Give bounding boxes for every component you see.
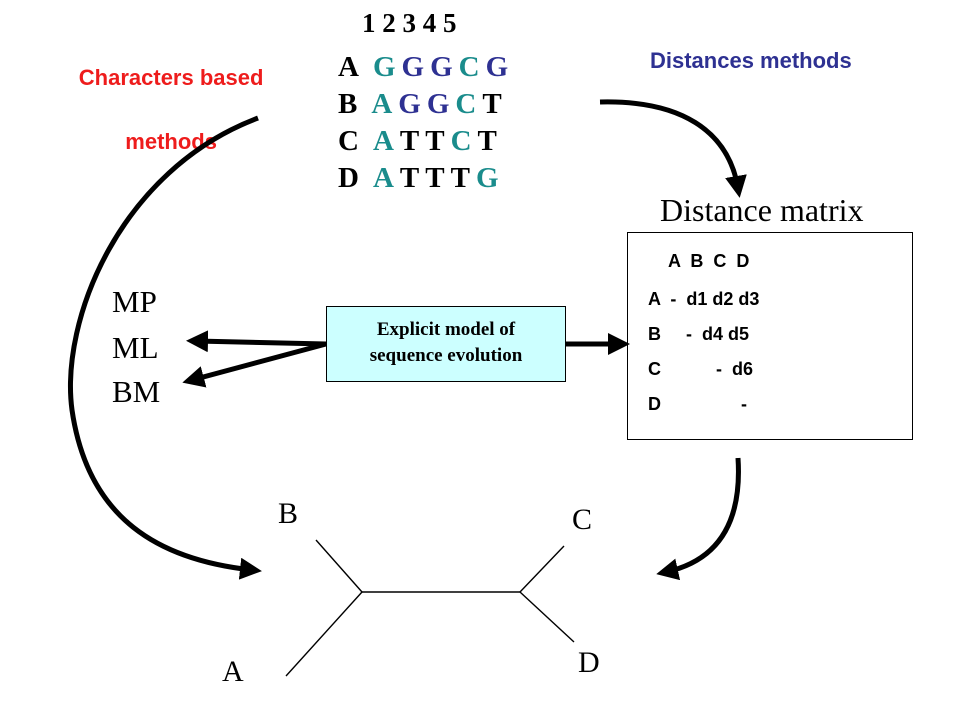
alignment-base: G bbox=[426, 88, 450, 120]
alignment-base: G bbox=[398, 88, 421, 120]
tree-leaf-a: A bbox=[222, 655, 244, 688]
tree-leaf-b: B bbox=[278, 497, 299, 530]
method-bm: BM bbox=[112, 374, 161, 409]
alignment-base: T bbox=[399, 162, 420, 194]
characters-curve-arrow bbox=[68, 115, 262, 580]
explicit-model-box: Explicit model of sequence evolution bbox=[326, 306, 566, 382]
alignment-base: G bbox=[401, 51, 425, 83]
distance-curve-arrow bbox=[599, 99, 747, 198]
tree-leaf-d: D bbox=[578, 646, 600, 679]
alignment-row-name: A bbox=[338, 51, 359, 83]
alignment-base: T bbox=[425, 125, 445, 157]
alignment-base: G bbox=[430, 51, 453, 83]
method-mp: MP bbox=[112, 284, 157, 319]
alignment-row-name: C bbox=[338, 125, 359, 157]
alignment-base: A bbox=[372, 125, 394, 157]
matrix-to-tree-arrow bbox=[656, 457, 741, 581]
model-box-line1: Explicit model of bbox=[376, 319, 516, 340]
distance-matrix-title: Distance matrix bbox=[660, 192, 864, 228]
distance-matrix-row-a: A - d1 d2 d3 bbox=[648, 289, 760, 309]
alignment-base: G bbox=[372, 51, 396, 83]
alignment-base: T bbox=[477, 125, 497, 157]
distance-matrix-row-b: B - d4 d5 bbox=[648, 324, 750, 344]
distances-methods-title: Distances methods bbox=[650, 48, 852, 73]
alignment-base: A bbox=[372, 162, 394, 194]
method-ml: ML bbox=[112, 330, 159, 365]
alignment-row-name: D bbox=[338, 162, 359, 194]
model-to-ml-arrow bbox=[186, 330, 327, 353]
model-box-line2: sequence evolution bbox=[369, 345, 523, 366]
alignment-base: A bbox=[371, 88, 393, 120]
alignment-base: C bbox=[455, 88, 477, 120]
alignment-base: C bbox=[450, 125, 472, 157]
alignment-base: T bbox=[450, 162, 470, 194]
alignment-base: G bbox=[475, 162, 499, 194]
alignment-positions: 1 2 3 4 5 bbox=[362, 8, 457, 38]
tree-leaf-c: C bbox=[572, 503, 593, 536]
distance-matrix-row-d: D - bbox=[648, 394, 748, 414]
alignment-base: G bbox=[485, 51, 509, 83]
alignment-base: T bbox=[482, 88, 502, 120]
alignment-base: T bbox=[425, 162, 445, 194]
unrooted-tree bbox=[285, 539, 575, 677]
alignment-base: T bbox=[399, 125, 420, 157]
distance-matrix-row-c: C - d6 bbox=[648, 359, 754, 379]
characters-title-line1: Characters based bbox=[78, 65, 264, 90]
alignment-base: C bbox=[458, 51, 480, 83]
distance-matrix-box: A B C D A - d1 d2 d3 B - d4 d5 C - d6 D … bbox=[627, 232, 913, 440]
model-to-bm-arrow bbox=[182, 341, 327, 388]
distance-matrix-header: A B C D bbox=[668, 251, 750, 271]
alignment-row-name: B bbox=[338, 88, 358, 120]
